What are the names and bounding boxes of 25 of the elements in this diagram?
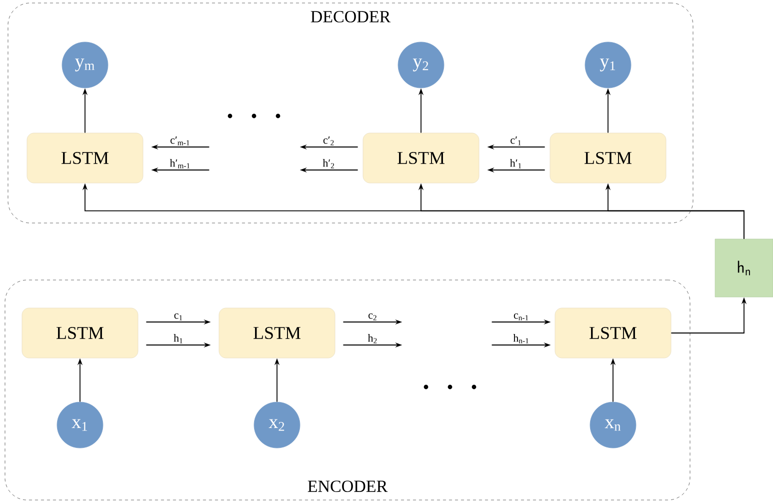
edge-label: c$_{n-1}$ bbox=[514, 313, 528, 320]
lstm-box: LSTM bbox=[550, 132, 666, 184]
edge-label: h$_{2}$ bbox=[368, 334, 377, 344]
circle-node: x$_{2}$ bbox=[254, 402, 300, 448]
edge-label: c$_{2}$ bbox=[368, 313, 376, 320]
circle-node: x$_{n}$ bbox=[590, 402, 636, 448]
edge-label: h′$_{2}$ bbox=[322, 159, 334, 168]
state-box: h$_{n}$ bbox=[714, 238, 773, 298]
circle-node: x$_{1}$ bbox=[56, 402, 104, 448]
edge-label: c$_{1}$ bbox=[174, 313, 182, 320]
circle-node: y$_{1}$ bbox=[584, 42, 632, 88]
lstm-box: LSTM bbox=[26, 132, 144, 184]
edge-label: h$_{1}$ bbox=[174, 334, 182, 344]
lstm-box: LSTM bbox=[22, 308, 138, 358]
circle-node: y$_{m}$ bbox=[62, 42, 108, 88]
edge-label: h$_{n-1}$ bbox=[513, 334, 528, 344]
edge-label: c′$_{1}$ bbox=[510, 136, 521, 146]
circle-node: y$_{2}$ bbox=[398, 42, 444, 88]
edge-label: h′$_{m-1}$ bbox=[170, 159, 190, 168]
lstm-box: LSTM bbox=[218, 308, 336, 358]
lstm-box: LSTM bbox=[554, 308, 672, 358]
edge-label: h′$_{1}$ bbox=[510, 159, 522, 168]
lstm-box: LSTM bbox=[362, 132, 480, 184]
edge-label: c′$_{m-1}$ bbox=[170, 136, 190, 146]
edge-label: c′$_{2}$ bbox=[323, 136, 334, 146]
